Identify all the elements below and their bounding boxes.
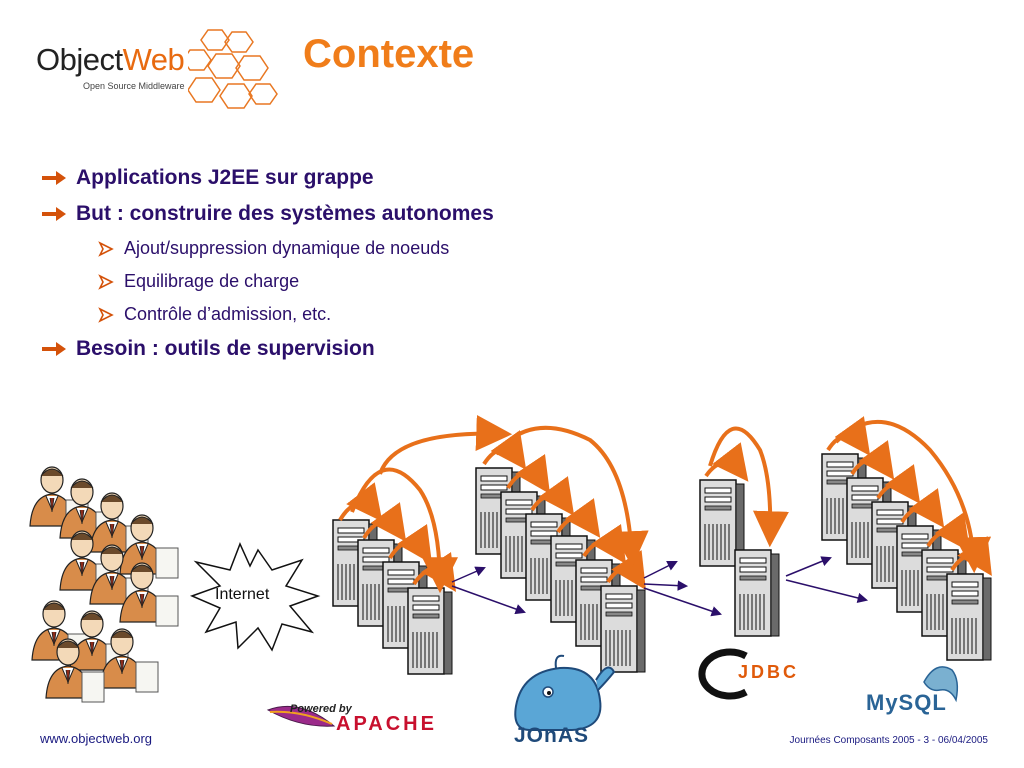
sub-bullet-text: Equilibrage de charge	[124, 271, 300, 291]
jonas-whale-logo	[514, 654, 616, 731]
sub-bullet-text: Ajout/suppression dynamique de noeuds	[124, 238, 450, 258]
footer-event-info: Journées Composants 2005 - 3 - 06/04/200…	[789, 735, 988, 746]
internet-cloud	[189, 542, 321, 652]
bullet-item: But : construire des systèmes autonomes	[40, 196, 740, 232]
triangle-bullet-icon	[98, 240, 114, 257]
mysql-dolphin-logo	[923, 666, 959, 703]
orange-arrows	[338, 414, 992, 594]
arrow-right-icon	[42, 207, 66, 221]
sub-bullet-item: Contrôle d’admission, etc.	[40, 298, 740, 331]
arrow-right-icon	[42, 342, 66, 356]
mysql-wordmark-text: MySQL	[866, 690, 947, 715]
logo-word-object: Object	[36, 42, 123, 77]
jonas-wordmark: JOnAS	[514, 724, 590, 747]
bullet-text: Applications J2EE sur grappe	[76, 166, 374, 189]
footer-url[interactable]: www.objectweb.org	[40, 731, 152, 746]
objectweb-logo: ObjectWeb Open Source Middleware	[28, 26, 278, 112]
slide-title: Contexte	[303, 32, 475, 76]
flow-arrows	[451, 556, 869, 617]
arrow-right-icon	[42, 171, 66, 185]
logo-subtitle: Open Source Middleware	[83, 81, 185, 91]
bullet-text: But : construire des systèmes autonomes	[76, 202, 494, 225]
apache-feather-logo	[266, 705, 336, 727]
bullet-item: Applications J2EE sur grappe	[40, 160, 740, 196]
internet-label: Internet	[215, 586, 270, 603]
jdbc-server-cluster	[699, 479, 780, 637]
triangle-bullet-icon	[98, 306, 114, 323]
bullet-text: Besoin : outils de supervision	[76, 337, 375, 360]
users-group	[29, 466, 179, 703]
sub-bullet-item: Equilibrage de charge	[40, 265, 740, 298]
web-server-cluster	[332, 519, 453, 675]
bullet-item: Besoin : outils de supervision	[40, 331, 740, 367]
hexagon-network-icon	[188, 29, 278, 109]
sub-bullet-text: Contrôle d’admission, etc.	[124, 304, 332, 324]
mysql-wordmark: MySQL	[866, 690, 947, 716]
logo-word-web: Web	[122, 42, 185, 77]
jdbc-wordmark: JDBC	[738, 662, 800, 682]
logo-wordmark: ObjectWeb	[36, 42, 185, 78]
sub-bullet-item: Ajout/suppression dynamique de noeuds	[40, 232, 740, 265]
jdbc-logo	[698, 648, 748, 700]
cluster-diagram	[29, 414, 992, 731]
apache-powered-by: Powered by	[290, 703, 352, 715]
apache-wordmark: APACHE	[336, 713, 437, 735]
triangle-bullet-icon	[98, 273, 114, 290]
bullet-list: Applications J2EE sur grappe But : const…	[40, 160, 740, 367]
